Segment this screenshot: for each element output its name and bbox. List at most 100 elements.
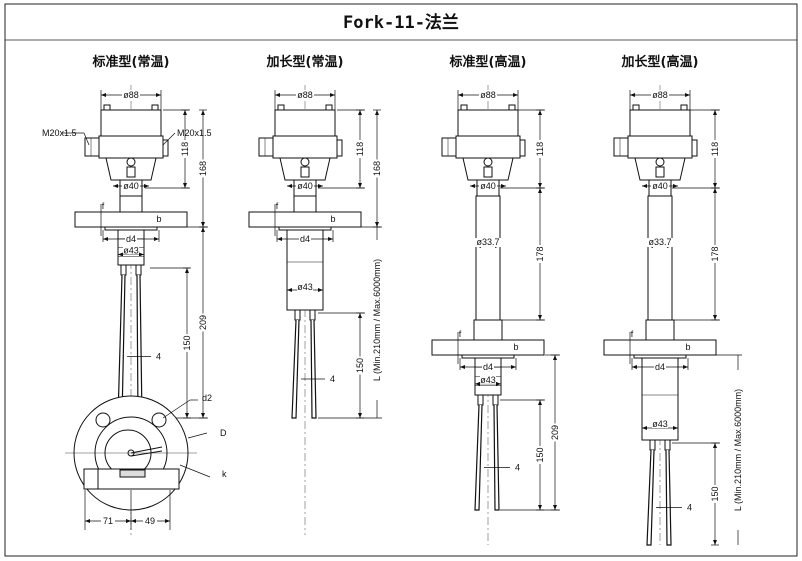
label-bg	[122, 90, 140, 100]
housing-screw	[325, 104, 333, 111]
process-flange	[74, 211, 188, 228]
neck-diameter-label: ø40	[123, 181, 139, 191]
tube-collar	[473, 319, 503, 341]
label-bg	[299, 234, 311, 243]
label-bg	[475, 238, 501, 247]
height-118-dimension: 118	[180, 142, 190, 156]
tine-root	[294, 309, 301, 321]
k-leader	[179, 464, 211, 478]
terminal-block	[483, 166, 493, 178]
high-temp-tube	[475, 195, 501, 327]
tine-gap-label: 4	[330, 374, 335, 384]
tine-gap-label: 4	[156, 352, 161, 362]
terminal-block	[300, 166, 310, 178]
label-bg	[143, 515, 157, 524]
label-bg	[296, 90, 314, 100]
label-bg	[535, 446, 545, 464]
tine-root	[649, 439, 656, 451]
flange-b-label: b	[513, 342, 518, 352]
cable-gland-right	[162, 139, 169, 157]
housing-screw	[277, 104, 285, 111]
adapter-diameter-label: ø43	[480, 375, 496, 385]
label-bg	[710, 140, 720, 158]
tube-diameter-label: ø33.7	[648, 237, 671, 247]
height-168-dimension: 168	[372, 161, 382, 176]
label-bg	[654, 362, 666, 371]
thread-label-left: M20x1.5	[42, 128, 77, 138]
tine-root	[135, 264, 142, 276]
drawing-border	[4, 3, 798, 557]
label-bg	[710, 245, 720, 263]
flange-raised-face	[104, 226, 158, 231]
label-bg	[710, 485, 720, 503]
label-bg	[355, 356, 365, 375]
label-bg	[198, 159, 208, 178]
terminal-block	[655, 166, 665, 178]
cable-gland-right	[336, 139, 343, 157]
head-diameter-label: ø88	[297, 90, 313, 100]
label-bg	[479, 90, 497, 100]
cable-gland	[83, 468, 99, 490]
cable-gland-left	[613, 137, 629, 157]
height-209-dimension: 209	[550, 425, 560, 440]
variant-heading: 标准型(高温)	[449, 54, 527, 70]
drawing-title: Fork-11-法兰	[343, 12, 459, 33]
process-flange	[431, 339, 545, 356]
fork-tine-right	[493, 404, 500, 511]
indicator-lamp	[483, 157, 493, 167]
thread-leader	[83, 132, 90, 146]
cable-gland-right	[519, 139, 526, 157]
arrow-head	[85, 519, 131, 523]
length-L-label: L (Min.210mm / Max.6000mm)	[372, 259, 382, 381]
label-bg	[370, 240, 384, 400]
fork-tine-left	[291, 319, 300, 419]
label-bg	[372, 159, 382, 178]
tine-root	[492, 394, 499, 406]
label-bg	[550, 423, 560, 442]
neck-diameter-label: ø40	[480, 181, 496, 191]
label-bg	[180, 140, 190, 158]
label-bg	[647, 238, 673, 247]
thread-leader	[162, 132, 176, 146]
flange-raised-face	[461, 354, 515, 359]
housing-cover	[100, 109, 162, 137]
label-bg	[651, 90, 669, 100]
head-diameter-label: ø88	[480, 90, 496, 100]
indicator-lamp	[300, 157, 310, 167]
label-bg	[651, 182, 669, 190]
housing-screw	[103, 104, 111, 111]
flange-d4-label: d4	[300, 234, 310, 244]
pointer	[130, 446, 163, 454]
height-118-dimension: 118	[355, 142, 365, 156]
cable-gland-left	[84, 137, 100, 157]
high-temp-tube	[647, 195, 673, 327]
pointer	[130, 450, 163, 457]
d2-leader	[162, 399, 191, 419]
width-71-label: 71	[103, 516, 113, 526]
process-flange	[248, 211, 362, 228]
label-bg	[482, 362, 494, 371]
adapter-diameter-label: ø43	[123, 246, 139, 256]
housing-body	[272, 135, 338, 159]
label-D: D	[220, 428, 227, 438]
housing-screw	[632, 104, 640, 111]
housing-cover	[457, 109, 519, 137]
housing-body	[627, 135, 693, 159]
fork-length-150-dimension: 150	[355, 358, 365, 373]
tine-root	[309, 309, 316, 321]
label-bg	[101, 515, 115, 524]
fork-tine-right	[665, 449, 672, 546]
flange-thickness-label: f	[276, 201, 279, 211]
label-bg	[731, 370, 745, 530]
fork-tine-right	[310, 319, 317, 419]
width-49-label: 49	[145, 516, 155, 526]
flange-thickness-label: f	[459, 329, 462, 339]
housing-screw	[680, 104, 688, 111]
height-178-dimension: 178	[535, 246, 545, 261]
variant-heading: 加长型(常温)	[266, 54, 344, 70]
flange-d4-label: d4	[655, 362, 665, 372]
flange-raised-face	[278, 226, 332, 231]
tube-diameter-label: ø43	[652, 419, 668, 429]
tine-root	[664, 439, 671, 451]
tine-gap-label: 4	[687, 503, 692, 513]
